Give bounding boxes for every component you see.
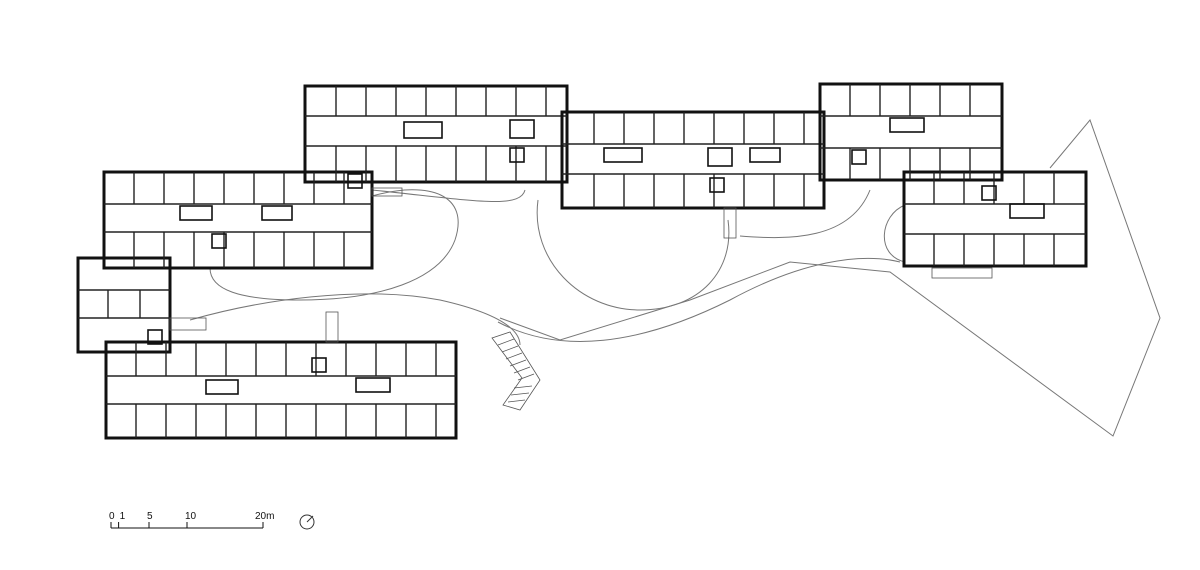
wing-west-upper (102, 170, 374, 270)
building-links (169, 187, 993, 343)
footpath-west-inner (371, 189, 526, 203)
footpath-center (536, 199, 730, 311)
scale-tick-label: 5 (147, 511, 153, 522)
wing-center (560, 110, 826, 210)
building-cores (147, 117, 1045, 395)
landscape-paths (189, 119, 1161, 437)
exterior-stair (491, 331, 541, 411)
scale-tick-label: 0 (109, 511, 115, 522)
scale-tick-label: 10 (185, 511, 197, 522)
footpath-long (189, 293, 521, 346)
north-arrow-icon (299, 514, 315, 530)
footpath-east (739, 189, 871, 239)
room-partitions (107, 84, 1055, 438)
wing-north-center (303, 84, 569, 184)
footpath-loop-east (883, 204, 906, 263)
scale-tick-label: 20m (255, 511, 274, 522)
site-boundary-line (499, 119, 1161, 437)
footpath-curve-east (497, 257, 901, 342)
wing-west-tower (76, 256, 172, 354)
footpath-west (209, 189, 459, 301)
wing-south (104, 340, 458, 440)
scale-tick-label: 1 (120, 511, 126, 522)
